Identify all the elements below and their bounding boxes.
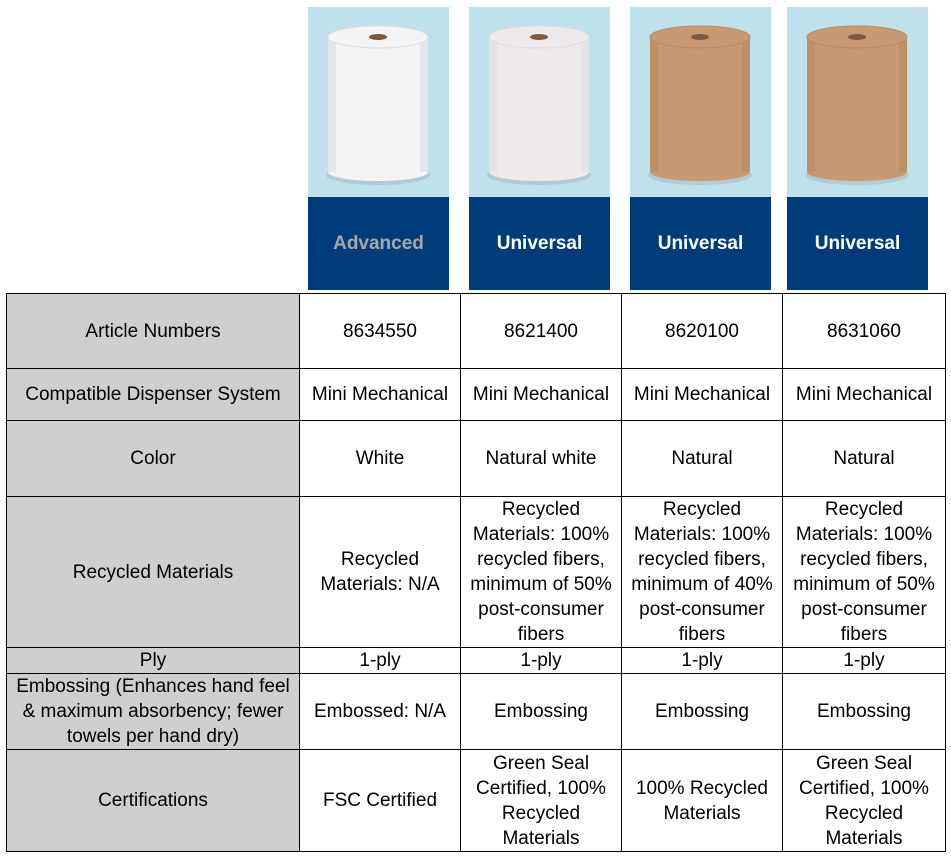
cell-value: 1-ply bbox=[299, 647, 461, 674]
cell-value: Green Seal Certified, 100% Recycled Mate… bbox=[460, 749, 622, 852]
cell-value: Recycled Materials: N/A bbox=[299, 496, 461, 648]
cell-value: FSC Certified bbox=[299, 749, 461, 852]
row-label: Embossing (Enhances hand feel & maximum … bbox=[6, 673, 300, 750]
cell-value: Recycled Materials: 100% recycled fibers… bbox=[460, 496, 622, 648]
cell-value: Natural white bbox=[460, 420, 622, 497]
cell-value: 8621400 bbox=[460, 293, 622, 369]
cell-value: Mini Mechanical bbox=[782, 368, 946, 421]
cell-value: Mini Mechanical bbox=[299, 368, 461, 421]
cell-value: 8620100 bbox=[621, 293, 783, 369]
row-label: Color bbox=[6, 420, 300, 497]
product-card: Universal bbox=[787, 7, 928, 290]
cell-value: Recycled Materials: 100% recycled fibers… bbox=[782, 496, 946, 648]
cell-value: Mini Mechanical bbox=[460, 368, 622, 421]
cell-value: Mini Mechanical bbox=[621, 368, 783, 421]
paper-towel-roll-image bbox=[308, 7, 449, 197]
row-label: Certifications bbox=[6, 749, 300, 852]
cell-value: Green Seal Certified, 100% Recycled Mate… bbox=[782, 749, 946, 852]
cell-value: Natural bbox=[782, 420, 946, 497]
cell-value: 1-ply bbox=[621, 647, 783, 674]
table-row: Embossing (Enhances hand feel & maximum … bbox=[6, 673, 946, 750]
product-tier-label: Advanced bbox=[308, 197, 449, 290]
product-tier-label: Universal bbox=[787, 197, 928, 290]
cell-value: 1-ply bbox=[782, 647, 946, 674]
cell-value: Natural bbox=[621, 420, 783, 497]
cell-value: 100% Recycled Materials bbox=[621, 749, 783, 852]
paper-towel-roll-image bbox=[787, 7, 928, 197]
row-label: Compatible Dispenser System bbox=[6, 368, 300, 421]
cell-value: Recycled Materials: 100% recycled fibers… bbox=[621, 496, 783, 648]
product-card: Universal bbox=[469, 7, 610, 290]
row-label: Ply bbox=[6, 647, 300, 674]
paper-towel-roll-image bbox=[469, 7, 610, 197]
cell-value: 1-ply bbox=[460, 647, 622, 674]
cell-value: 8634550 bbox=[299, 293, 461, 369]
cell-value: Embossing bbox=[782, 673, 946, 750]
row-label: Recycled Materials bbox=[6, 496, 300, 648]
cell-value: Embossing bbox=[460, 673, 622, 750]
cell-value: White bbox=[299, 420, 461, 497]
cell-value: Embossing bbox=[621, 673, 783, 750]
paper-towel-roll-image bbox=[630, 7, 771, 197]
product-tier-label: Universal bbox=[630, 197, 771, 290]
row-label: Article Numbers bbox=[6, 293, 300, 369]
product-card: Advanced bbox=[308, 7, 449, 290]
cell-value: Embossed: N/A bbox=[299, 673, 461, 750]
cell-value: 8631060 bbox=[782, 293, 946, 369]
product-tier-label: Universal bbox=[469, 197, 610, 290]
product-card: Universal bbox=[630, 7, 771, 290]
